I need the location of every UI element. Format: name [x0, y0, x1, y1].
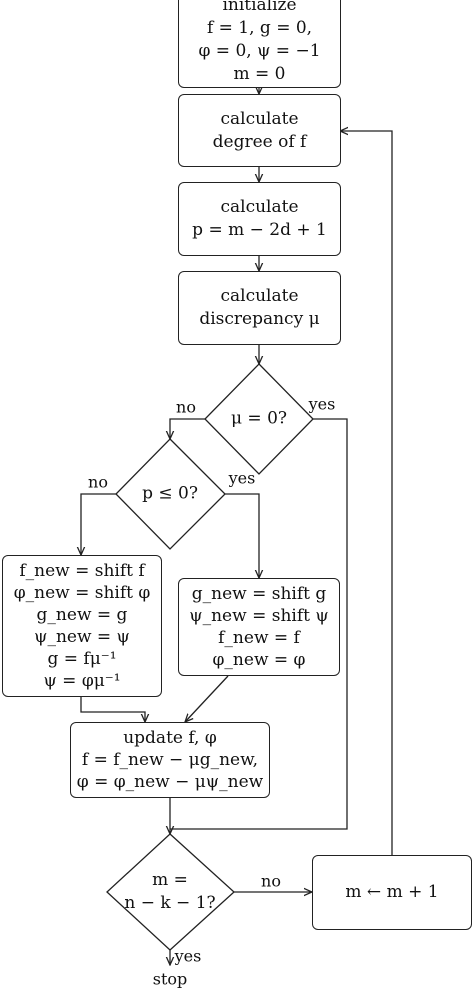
edge-mu-no	[170, 418, 205, 439]
text-line: μ = 0?	[230, 408, 288, 429]
text-line: f_new = shift f	[19, 561, 145, 581]
discrepancy-box: calculate discrepancy μ	[178, 271, 341, 345]
edge-p-no	[81, 493, 116, 555]
text-line: n − k − 1?	[124, 893, 216, 913]
mu-zero-label: μ = 0?	[231, 408, 287, 431]
diamond-m-check	[106, 833, 235, 951]
text-line: initialize	[222, 0, 297, 15]
mu-yes-label: yes	[308, 394, 336, 414]
text-line: degree of f	[212, 131, 307, 152]
text-line: m ← m + 1	[345, 882, 439, 902]
text-line: φ_new = φ	[212, 650, 306, 670]
text-line: ψ_new = shift ψ	[189, 606, 329, 626]
diamond-mu-zero	[204, 363, 314, 475]
branch-no-box: f_new = shift f φ_new = shift φ g_new = …	[2, 555, 162, 697]
text-line: update f, φ	[123, 728, 217, 748]
text-line: f_new = f	[218, 628, 300, 648]
text-line: ψ_new = ψ	[34, 627, 130, 647]
p-le-zero-label: p ≤ 0?	[142, 483, 198, 506]
diamond-p-le-zero	[115, 438, 226, 550]
text-line: m = 0	[233, 64, 286, 84]
text-line: p = m − 2d + 1	[192, 220, 327, 240]
text-line: calculate	[220, 197, 299, 217]
text-line: φ = 0, ψ = −1	[198, 41, 321, 61]
text-line: ψ = φμ⁻¹	[43, 671, 121, 691]
m-no-label: no	[261, 871, 281, 891]
p-calc-box: calculate p = m − 2d + 1	[178, 182, 341, 256]
text-line: calculate	[220, 286, 299, 306]
text-line: φ = φ_new − μψ_new	[76, 772, 264, 792]
m-check-label: m = n − k − 1?	[124, 869, 215, 915]
text-line: f = 1, g = 0,	[206, 18, 313, 38]
edge-right-to-update	[185, 675, 229, 722]
stop-label: stop	[152, 969, 188, 989]
branch-yes-box: g_new = shift g ψ_new = shift ψ f_new = …	[178, 578, 340, 676]
text-line: g = fμ⁻¹	[47, 649, 117, 669]
degree-box: calculate degree of f	[178, 94, 341, 167]
mu-no-label: no	[176, 397, 196, 417]
edge-p-yes	[225, 493, 259, 578]
m-yes-label: yes	[174, 946, 202, 966]
increment-box: m ← m + 1	[312, 855, 472, 930]
initialize-box: initialize f = 1, g = 0, φ = 0, ψ = −1 m…	[178, 0, 341, 88]
edge-loop-back	[340, 131, 393, 855]
text-line: m =	[152, 870, 188, 890]
text-line: φ_new = shift φ	[13, 583, 151, 603]
text-line: f = f_new − μg_new,	[81, 750, 259, 770]
p-no-label: no	[88, 472, 108, 492]
p-yes-label: yes	[228, 468, 256, 488]
text-line: p ≤ 0?	[142, 483, 198, 504]
edge-left-to-update	[80, 697, 145, 722]
text-line: g_new = shift g	[191, 584, 327, 604]
edge-mu-yes	[170, 418, 348, 830]
text-line: g_new = g	[36, 605, 128, 625]
text-line: discrepancy μ	[199, 309, 320, 329]
text-line: calculate	[220, 108, 299, 129]
update-box: update f, φ f = f_new − μg_new, φ = φ_ne…	[70, 722, 270, 798]
